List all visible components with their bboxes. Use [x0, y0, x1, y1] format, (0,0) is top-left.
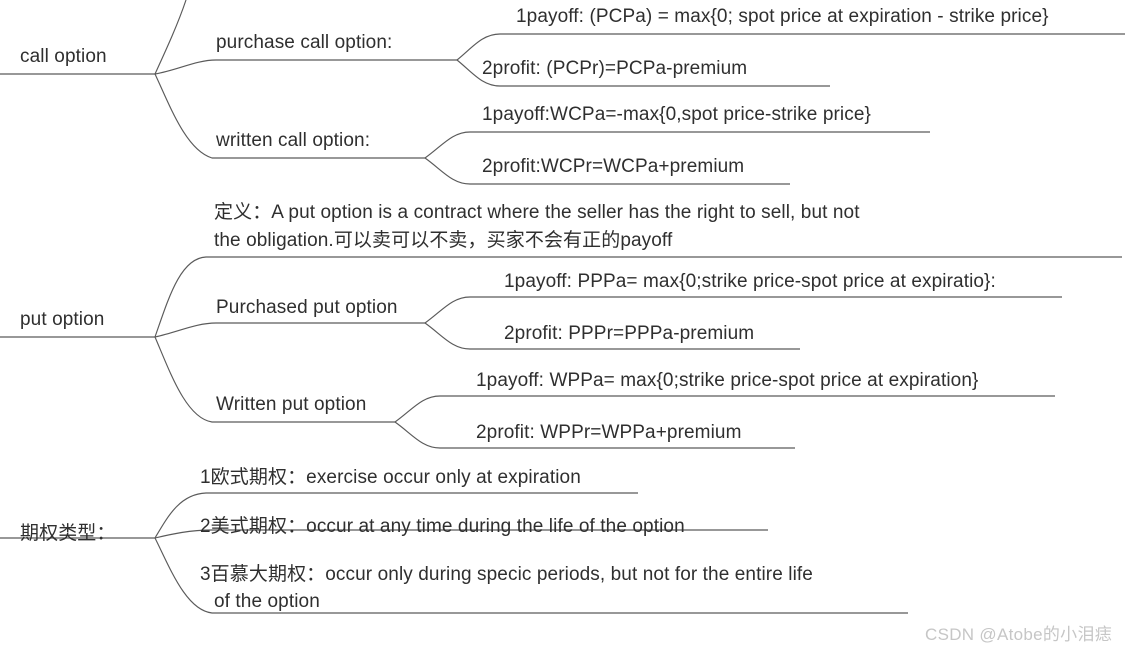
node-purchase-call-option[interactable]: purchase call option: — [216, 32, 393, 53]
node-option-types[interactable]: 期权类型： — [20, 523, 116, 544]
leaf-written-call-profit[interactable]: 2profit:WCPr=WCPa+premium — [482, 156, 745, 177]
leaf-purchased-put-payoff[interactable]: 1payoff: PPPa= max{0;strike price-spot p… — [504, 271, 996, 292]
leaf-purchased-put-profit[interactable]: 2profit: PPPr=PPPa-premium — [504, 323, 755, 344]
node-put-option[interactable]: put option — [20, 309, 105, 330]
leaf-written-put-payoff[interactable]: 1payoff: WPPa= max{0;strike price-spot p… — [476, 370, 979, 391]
watermark-csdn: CSDN @Atobe的小泪痣 — [925, 625, 1113, 644]
connector-offscreen-top — [154, 0, 187, 75]
leaf-purchase-call-profit[interactable]: 2profit: (PCPr)=PCPa-premium — [482, 58, 748, 79]
leaf-bermuda-option[interactable]: 3百慕大期权：occur only during specic periods,… — [200, 564, 813, 585]
leaf-put-definition-line2[interactable]: the obligation.可以卖可以不卖，买家不会有正的payoff — [214, 230, 673, 251]
node-written-call-option[interactable]: written call option: — [216, 130, 371, 151]
connector-put-to-purchased — [154, 322, 425, 338]
node-written-put-option[interactable]: Written put option — [216, 394, 367, 415]
connector-call-to-purchase — [154, 59, 457, 75]
leaf-american-option[interactable]: 2美式期权：occur at any time during the life … — [200, 516, 685, 537]
leaf-purchase-call-payoff[interactable]: 1payoff: (PCPa) = max{0; spot price at e… — [516, 6, 1049, 27]
leaf-written-call-payoff[interactable]: 1payoff:WCPa=-max{0,spot price-strike pr… — [482, 104, 871, 125]
leaf-european-option[interactable]: 1欧式期权：exercise occur only at expiration — [200, 467, 581, 488]
leaf-written-put-profit[interactable]: 2profit: WPPr=WPPa+premium — [476, 422, 742, 443]
node-purchased-put-option[interactable]: Purchased put option — [216, 297, 398, 318]
node-call-option[interactable]: call option — [20, 46, 107, 67]
leaf-bermuda-option-continued[interactable]: of the option — [214, 591, 320, 612]
connector-purchased-split-top — [424, 296, 1062, 324]
leaf-put-definition-line1[interactable]: 定义：A put option is a contract where the … — [214, 202, 860, 223]
connector-writtenput-split-top — [394, 395, 1055, 423]
